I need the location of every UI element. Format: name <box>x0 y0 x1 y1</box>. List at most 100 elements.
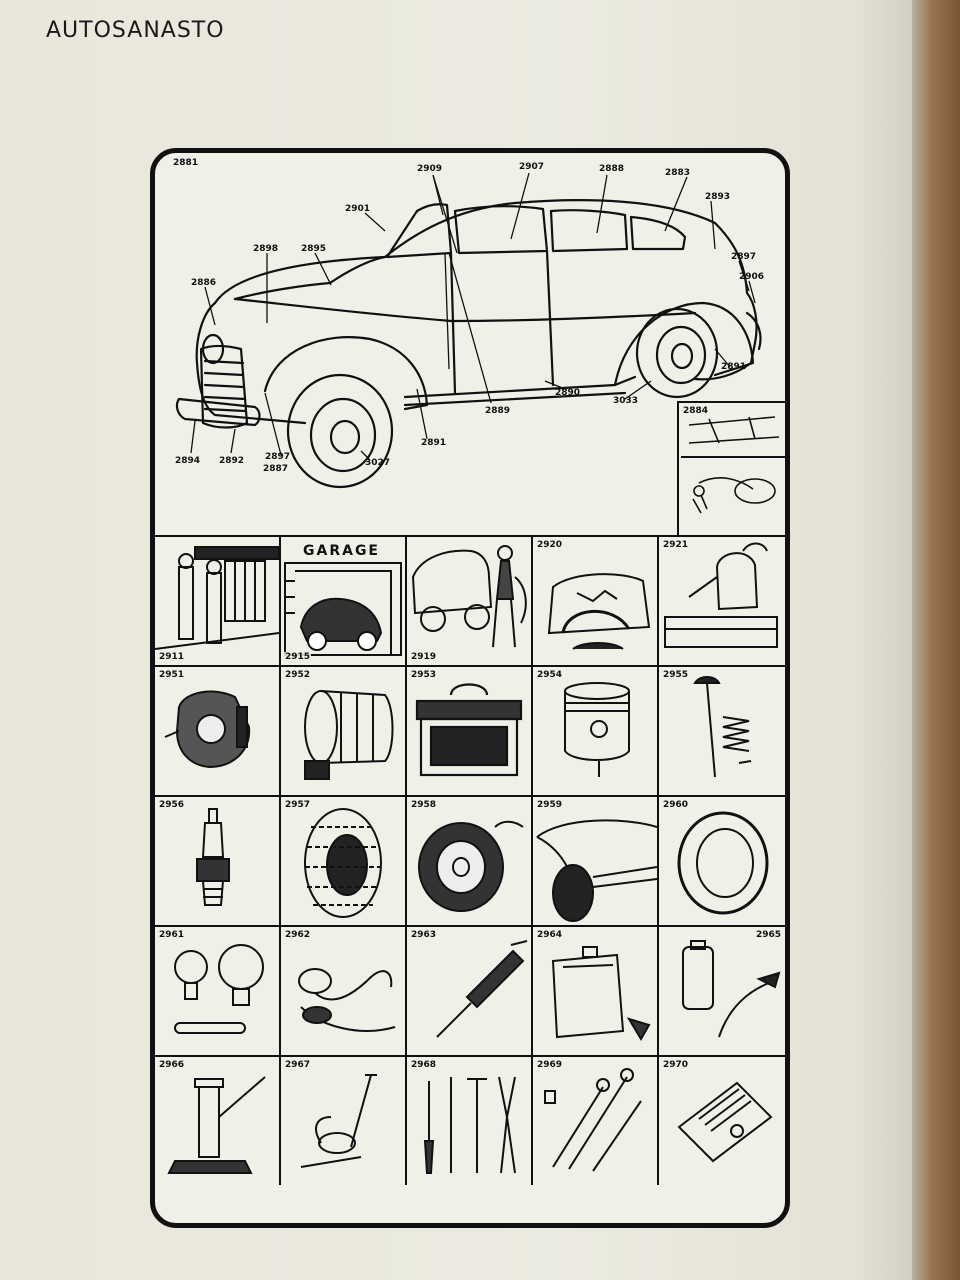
cell-number: 2967 <box>284 1060 312 1070</box>
carburetor-drawing <box>164 690 251 769</box>
callout-2887: 2887 <box>263 464 289 474</box>
cell-number: 2970 <box>662 1060 690 1070</box>
callout-2893: 2893 <box>705 192 731 202</box>
oiler-drawing <box>682 940 781 1038</box>
valve-drawing <box>693 676 752 778</box>
skid-wheel-drawing <box>536 819 657 922</box>
cell-inner-tube: 2960 <box>659 795 785 925</box>
callout-2906: 2906 <box>739 272 765 282</box>
fuel-can-drawing <box>551 946 651 1041</box>
cell-number: 2911 <box>158 652 186 662</box>
grease-gun-drawing <box>436 940 528 1038</box>
cell-jack: 2966 <box>155 1055 281 1185</box>
cell-grease-gun: 2963 <box>407 925 533 1055</box>
callout-2888: 2888 <box>599 164 625 174</box>
cell-number: 2956 <box>158 800 186 810</box>
cell-number: 2960 <box>662 800 690 810</box>
cell-manual: 2970 <box>659 1055 785 1185</box>
cell-skid-wheel: 2959 <box>533 795 659 925</box>
cell-number: 2958 <box>410 800 438 810</box>
callout-2889: 2889 <box>485 406 511 416</box>
cell-number: 2921 <box>662 540 690 550</box>
callout-2892: 2892 <box>219 456 245 466</box>
picture-grid: 2911 GARAGE 2915 <box>155 535 785 1185</box>
callout-2883: 2883 <box>665 168 691 178</box>
callout-2909: 2909 <box>417 164 443 174</box>
manual-drawing <box>677 1081 773 1163</box>
cell-number: 2955 <box>662 670 690 680</box>
callout-2890: 2890 <box>555 388 581 398</box>
cell-flat-tire: 2958 <box>407 795 533 925</box>
callout-2891-rear: 2891 <box>721 362 747 372</box>
callout-3027: 3027 <box>365 458 391 468</box>
page-edge <box>912 0 960 1280</box>
cell-wrenches: 2969 <box>533 1055 659 1185</box>
car-illustration <box>175 172 762 489</box>
mechanic-drawing <box>411 545 527 648</box>
callout-2895: 2895 <box>301 244 327 254</box>
hand-tools-drawing <box>423 1076 516 1174</box>
cell-number: 2920 <box>536 540 564 550</box>
garage-sign: GARAGE <box>303 543 380 559</box>
cell-valve: 2955 <box>659 665 785 795</box>
cell-number: 2954 <box>536 670 564 680</box>
running-head: AUTOSANASTO <box>46 18 225 43</box>
cell-snow-chains: 2957 <box>281 795 407 925</box>
wrenches-drawing <box>544 1068 642 1172</box>
cell-mechanic: 2919 <box>407 535 533 665</box>
cell-number: 2965 <box>754 930 782 940</box>
oil-can-drawing <box>664 542 778 648</box>
cell-hand-tools: 2968 <box>407 1055 533 1185</box>
cell-number: 2953 <box>410 670 438 680</box>
light-bulbs-drawing <box>174 944 264 1034</box>
gas-station-drawing <box>155 546 279 650</box>
inset-drawing <box>681 416 785 514</box>
cell-fuel-can: 2964 <box>533 925 659 1055</box>
cell-spark-plug: 2956 <box>155 795 281 925</box>
cell-garage: GARAGE 2915 <box>281 535 407 665</box>
illustration-frame: 2881 2901 2909 2907 2888 2883 2893 2898 … <box>150 148 790 1228</box>
callout-2894: 2894 <box>175 456 201 466</box>
inner-tube-drawing <box>677 811 769 915</box>
cell-number: 2961 <box>158 930 186 940</box>
cell-number: 2969 <box>536 1060 564 1070</box>
cell-number: 2919 <box>410 652 438 662</box>
generator-drawing <box>304 690 394 780</box>
inset-number: 2884 <box>683 406 709 416</box>
snow-chains-drawing <box>304 808 382 918</box>
cell-number: 2957 <box>284 800 312 810</box>
cell-carburetor: 2951 <box>155 665 281 795</box>
callout-2901: 2901 <box>345 204 371 214</box>
cell-piston: 2954 <box>533 665 659 795</box>
tow-rope-drawing <box>298 968 396 1032</box>
cell-battery: 2953 <box>407 665 533 795</box>
callout-2897-rear: 2897 <box>731 252 757 262</box>
cell-generator: 2952 <box>281 665 407 795</box>
cell-dented-fender: 2920 <box>533 535 659 665</box>
cell-number: 2962 <box>284 930 312 940</box>
piston-drawing <box>564 682 630 777</box>
jack-drawing <box>167 1076 266 1174</box>
callout-2891-front: 2891 <box>421 438 447 448</box>
garage-drawing <box>284 562 402 656</box>
cell-number: 2951 <box>158 670 186 680</box>
callout-2898: 2898 <box>253 244 279 254</box>
cell-oiler: 2965 <box>659 925 785 1055</box>
cell-number: 2964 <box>536 930 564 940</box>
flat-tire-drawing <box>418 820 524 912</box>
cell-light-bulbs: 2961 <box>155 925 281 1055</box>
cell-number: 2966 <box>158 1060 186 1070</box>
battery-drawing <box>415 683 523 777</box>
cell-gas-station: 2911 <box>155 535 281 665</box>
spark-plug-drawing <box>196 808 230 906</box>
car-diagram: 2881 2901 2909 2907 2888 2883 2893 2898 … <box>155 153 785 535</box>
callout-3033: 3033 <box>613 396 639 406</box>
callout-2897-front: 2897 <box>265 452 291 462</box>
callout-2907: 2907 <box>519 162 545 172</box>
tire-pump-drawing <box>300 1074 377 1168</box>
cell-number: 2959 <box>536 800 564 810</box>
callout-2886: 2886 <box>191 278 217 288</box>
figure-number: 2881 <box>173 158 199 168</box>
fender-drawing <box>547 573 651 650</box>
cell-tire-pump: 2967 <box>281 1055 407 1185</box>
